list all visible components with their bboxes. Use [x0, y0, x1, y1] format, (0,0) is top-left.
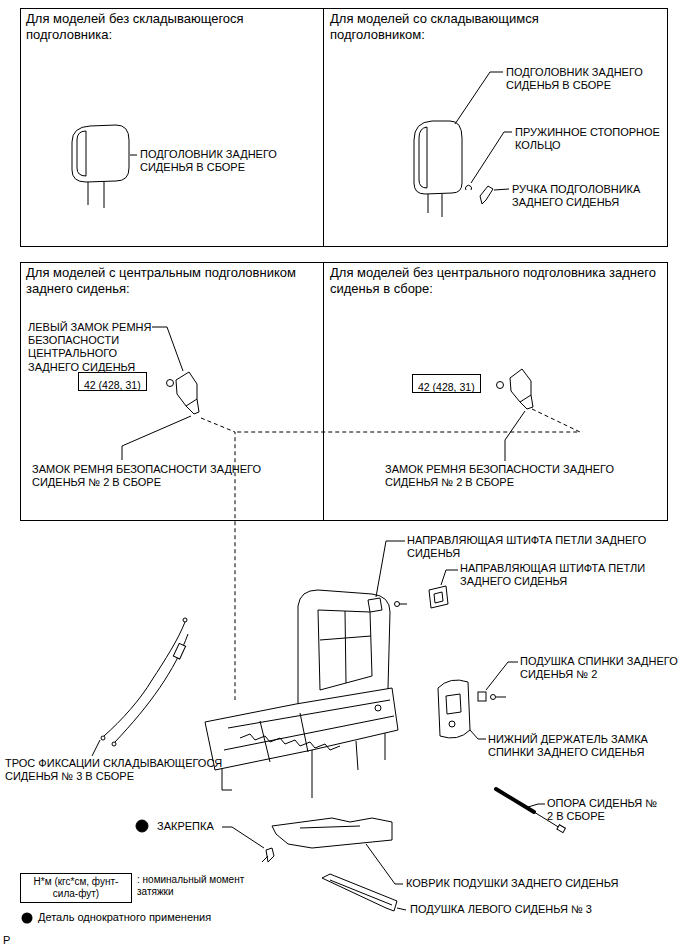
part-callout: РУЧКА ПОДГОЛОВНИКА ЗАДНЕГО СИДЕНЬЯ [512, 183, 662, 209]
variant-panel: Для моделей со складывающимся подголовни… [323, 8, 668, 247]
part-callout: КОВРИК ПОДУШКИ ЗАДНЕГО СИДЕНЬЯ [406, 877, 676, 890]
torque-value: 42 (428, 31) [84, 379, 141, 392]
part-callout: ПОДУШКА СПИНКИ ЗАДНЕГО СИДЕНЬЯ № 2 [520, 655, 680, 681]
torque-spec-box: 42 (428, 31) [412, 374, 481, 393]
variant-panel: Для моделей без складывающегося подголов… [20, 8, 324, 247]
part-callout: ЗАМОК РЕМНЯ БЕЗОПАСНОСТИ ЗАДНЕГО СИДЕНЬЯ… [385, 463, 615, 489]
clip [222, 827, 274, 862]
single-use-symbol [22, 913, 33, 924]
legend-text: : номинальный момент затяжки [137, 874, 257, 898]
headrest [72, 125, 137, 208]
part-callout: ЗАМОК РЕМНЯ БЕЗОПАСНОСТИ ЗАДНЕГО СИДЕНЬЯ… [32, 463, 262, 489]
part-callout: ОПОРА СИДЕНЬЯ № 2 В СБОРЕ [547, 797, 659, 823]
seat-belt-buckle [497, 369, 534, 461]
seat-cushion-3 [322, 874, 406, 911]
part-callout: ПРУЖИННОЕ СТОПОРНОЕ КОЛЬЦО [515, 126, 665, 152]
cushion-mat [272, 818, 403, 884]
panel-heading: Для моделей без центрального подголовник… [330, 265, 662, 296]
assembly-line [235, 409, 580, 432]
part-callout: НАПРАВЛЯЮЩАЯ ШТИФТА ПЕТЛИ ЗАДНЕГО СИДЕНЬ… [460, 562, 665, 588]
page-mark: P [3, 934, 23, 947]
single-use-mark [136, 820, 148, 832]
part-callout: ЛЕВЫЙ ЗАМОК РЕМНЯ БЕЗОПАСНОСТИ ЦЕНТРАЛЬН… [28, 321, 153, 374]
part-callout: ТРОС ФИКСАЦИИ СКЛАДЫВАЮЩЕГОСЯ СИДЕНЬЯ № … [5, 757, 255, 783]
torque-value: 42 (428, 31) [418, 381, 475, 394]
part-callout: ПОДГОЛОВНИК ЗАДНЕГО СИДЕНЬЯ В СБОРЕ [140, 148, 290, 174]
part-callout: НАПРАВЛЯЮЩАЯ ШТИФТА ПЕТЛИ ЗАДНЕГО СИДЕНЬ… [407, 534, 669, 560]
panel-heading: Для моделей с центральным подголовником … [26, 265, 318, 296]
part-callout: ПОДГОЛОВНИК ЗАДНЕГО СИДЕНЬЯ В СБОРЕ [506, 66, 656, 92]
lock-holder [438, 662, 518, 739]
part-callout: ЗАКРЕПКА [157, 820, 247, 833]
panel-heading: Для моделей со складывающимся подголовни… [330, 11, 580, 42]
folding-headrest [414, 72, 512, 217]
torque-spec-box: 42 (428, 31) [78, 372, 147, 391]
legend-torque-box: Н*м (кгс*см, фунт-сила-фут) [20, 873, 132, 903]
panel-heading: Для моделей без складывающегося подголов… [26, 11, 288, 42]
part-callout: ПОДУШКА ЛЕВОГО СИДЕНЬЯ № 3 [410, 903, 660, 916]
legend-text: Деталь однократного применения [38, 911, 258, 924]
legend-unit: Н*м (кгс*см, фунт-сила-фут) [26, 876, 126, 900]
part-callout: НИЖНИЙ ДЕРЖАТЕЛЬ ЗАМКА СПИНКИ ЗАДНЕГО СИ… [488, 733, 673, 759]
seat-belt-buckle [122, 327, 199, 460]
variant-panel: 42 (428, 31) Для моделей с центральным по… [20, 262, 324, 521]
seat-assembly [205, 590, 398, 798]
assembly-line [201, 418, 235, 700]
variant-panel: 42 (428, 31) Для моделей без центрального… [323, 262, 668, 521]
lock-cable [92, 618, 188, 756]
